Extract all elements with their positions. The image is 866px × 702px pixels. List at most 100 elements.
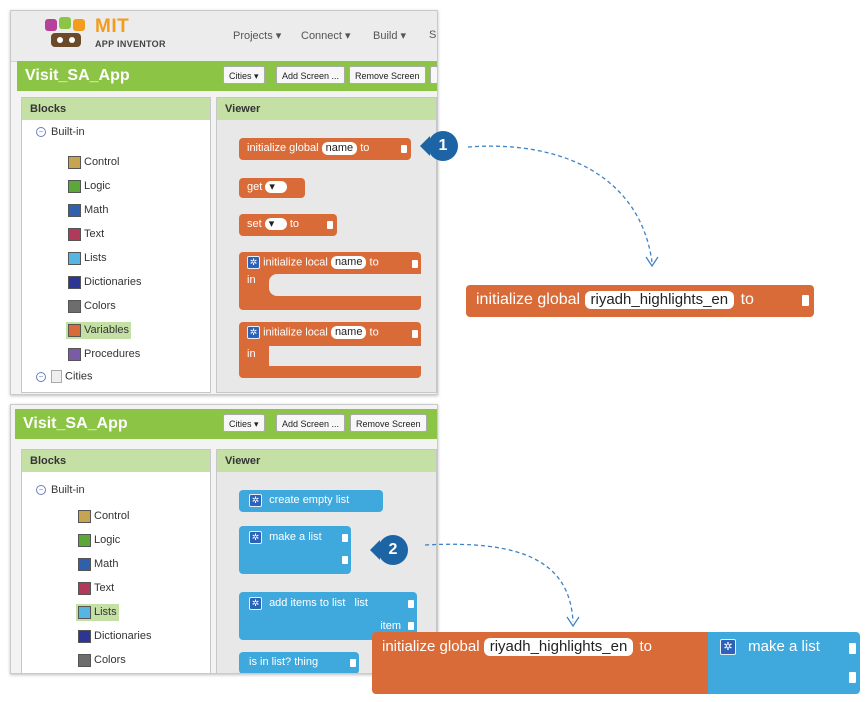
gear-icon[interactable]: ✲ <box>247 256 260 269</box>
app-inventor-logo: MIT APP INVENTOR <box>43 15 233 57</box>
result-block-step-1: initialize global riyadh_highlights_en t… <box>466 285 814 317</box>
in-socket <box>269 346 421 366</box>
tree-cities-label: Cities <box>65 370 93 383</box>
block-create-empty-list[interactable]: ✲ create empty list <box>239 490 383 512</box>
top-bar: MIT APP INVENTOR Projects ▾ Connect ▾ Bu… <box>11 11 437 62</box>
lists-swatch <box>78 605 91 619</box>
local-name-field-2[interactable]: name <box>330 326 367 340</box>
callout-step-1: 1 <box>420 131 458 161</box>
logic-swatch <box>68 179 81 193</box>
local-name-field-1[interactable]: name <box>330 256 367 270</box>
blocks-panel: Blocks −Built-in Control Logic Math Text… <box>21 97 211 393</box>
arrow-2-head <box>566 616 580 628</box>
menu-connect[interactable]: Connect ▾ <box>301 30 351 42</box>
logic-swatch <box>78 533 91 547</box>
text-swatch <box>78 581 91 595</box>
block-set[interactable]: set ▾ to <box>239 214 337 236</box>
viewer-header: Viewer <box>217 98 436 120</box>
drawer-lists[interactable]: Lists <box>76 604 119 621</box>
project-bar: Visit_SA_App Cities ▾ Add Screen ... Rem… <box>15 409 437 439</box>
math-swatch <box>68 203 81 217</box>
collapse-icon[interactable]: − <box>36 485 46 496</box>
block-add-items-to-list[interactable]: ✲ add items to list list item <box>239 592 417 640</box>
colors-swatch <box>78 653 91 667</box>
menu-build[interactable]: Build ▾ <box>373 30 407 42</box>
drawer-logic[interactable]: Logic <box>78 532 120 549</box>
add-screen-button[interactable]: Add Screen ... <box>276 414 346 432</box>
drawer-control[interactable]: Control <box>68 154 119 171</box>
screenshot-variables: MIT APP INVENTOR Projects ▾ Connect ▾ Bu… <box>10 10 438 395</box>
drawer-lists[interactable]: Lists <box>68 250 107 267</box>
drawer-control[interactable]: Control <box>78 508 129 525</box>
name-field[interactable]: name <box>321 142 358 155</box>
result-2-make-a-list: ✲ make a list <box>708 632 860 694</box>
arrow-2 <box>424 543 574 623</box>
control-swatch <box>68 155 81 169</box>
block-get[interactable]: get ▾ <box>239 178 305 198</box>
block-initialize-local-1[interactable]: ✲ initialize local name to in <box>239 252 421 310</box>
collapse-icon[interactable]: − <box>36 371 46 382</box>
remove-screen-button[interactable]: Remove Screen <box>350 414 427 432</box>
arrow-1 <box>467 145 653 263</box>
tree-built-in[interactable]: −Built-in <box>36 126 85 138</box>
drawer-colors[interactable]: Colors <box>68 298 116 315</box>
callout-pointer <box>420 136 430 156</box>
tree-cities[interactable]: − Cities <box>36 370 93 383</box>
gear-icon: ✲ <box>720 639 736 656</box>
blocks-header: Blocks <box>22 98 210 120</box>
add-screen-button[interactable]: Add Screen ... <box>276 66 346 84</box>
screen-select-button[interactable]: Cities ▾ <box>223 66 265 84</box>
project-bar: Visit_SA_App Cities ▾ Add Screen ... Rem… <box>17 61 437 91</box>
in-label: in <box>247 348 256 360</box>
viewer-header: Viewer <box>217 450 436 472</box>
gear-icon[interactable]: ✲ <box>247 326 260 339</box>
block-make-a-list[interactable]: ✲ make a list <box>239 526 351 574</box>
result-1-name-field: riyadh_highlights_en <box>584 291 735 309</box>
math-swatch <box>78 557 91 571</box>
gear-icon[interactable]: ✲ <box>249 494 262 507</box>
in-label: in <box>247 274 256 286</box>
control-swatch <box>78 509 91 523</box>
drawer-logic[interactable]: Logic <box>68 178 110 195</box>
more-button[interactable] <box>430 66 437 84</box>
in-socket <box>269 274 421 296</box>
collapse-icon[interactable]: − <box>36 127 46 138</box>
block-is-in-list[interactable]: is in list? thing <box>239 652 359 673</box>
drawer-procedures[interactable]: Procedures <box>68 346 140 363</box>
variables-swatch <box>68 323 81 337</box>
tree-built-in-label: Built-in <box>51 126 85 138</box>
drawer-math[interactable]: Math <box>78 556 118 573</box>
result-2-init-global: initialize global riyadh_highlights_en t… <box>372 632 712 694</box>
project-title: Visit_SA_App <box>25 67 130 84</box>
menu-projects[interactable]: Projects ▾ <box>233 30 282 42</box>
drawer-dictionaries[interactable]: Dictionaries <box>78 628 151 645</box>
block-initialize-global[interactable]: initialize global name to <box>239 138 411 160</box>
drawer-dictionaries[interactable]: Dictionaries <box>68 274 141 291</box>
block-initialize-local-2[interactable]: ✲ initialize local name to in <box>239 322 421 378</box>
screen-select-button[interactable]: Cities ▾ <box>223 414 265 432</box>
screenshot-lists: Visit_SA_App Cities ▾ Add Screen ... Rem… <box>10 404 438 674</box>
drawer-text[interactable]: Text <box>68 226 104 243</box>
logo-app-inventor: APP INVENTOR <box>95 39 166 49</box>
dictionaries-swatch <box>68 275 81 289</box>
gear-icon[interactable]: ✲ <box>249 597 262 610</box>
drawer-variables[interactable]: Variables <box>66 322 132 339</box>
tree-built-in-label: Built-in <box>51 484 85 496</box>
set-dropdown[interactable]: ▾ <box>264 218 287 230</box>
blocks-header: Blocks <box>22 450 210 472</box>
drawer-text[interactable]: Text <box>78 580 114 597</box>
project-title: Visit_SA_App <box>23 415 128 432</box>
get-dropdown[interactable]: ▾ <box>265 181 288 193</box>
logo-icon <box>45 17 85 47</box>
drawer-colors[interactable]: Colors <box>78 652 126 669</box>
blocks-panel: Blocks −Built-in Control Logic Math Text… <box>21 449 211 673</box>
arrow-1-head <box>645 256 659 268</box>
remove-screen-button[interactable]: Remove Screen <box>349 66 426 84</box>
lists-swatch <box>68 251 81 265</box>
menu-settings[interactable]: S <box>429 29 437 41</box>
drawer-math[interactable]: Math <box>68 202 108 219</box>
procedures-swatch <box>68 347 81 361</box>
gear-icon[interactable]: ✲ <box>249 531 262 544</box>
tree-built-in[interactable]: −Built-in <box>36 484 85 496</box>
screen-icon <box>51 370 62 383</box>
